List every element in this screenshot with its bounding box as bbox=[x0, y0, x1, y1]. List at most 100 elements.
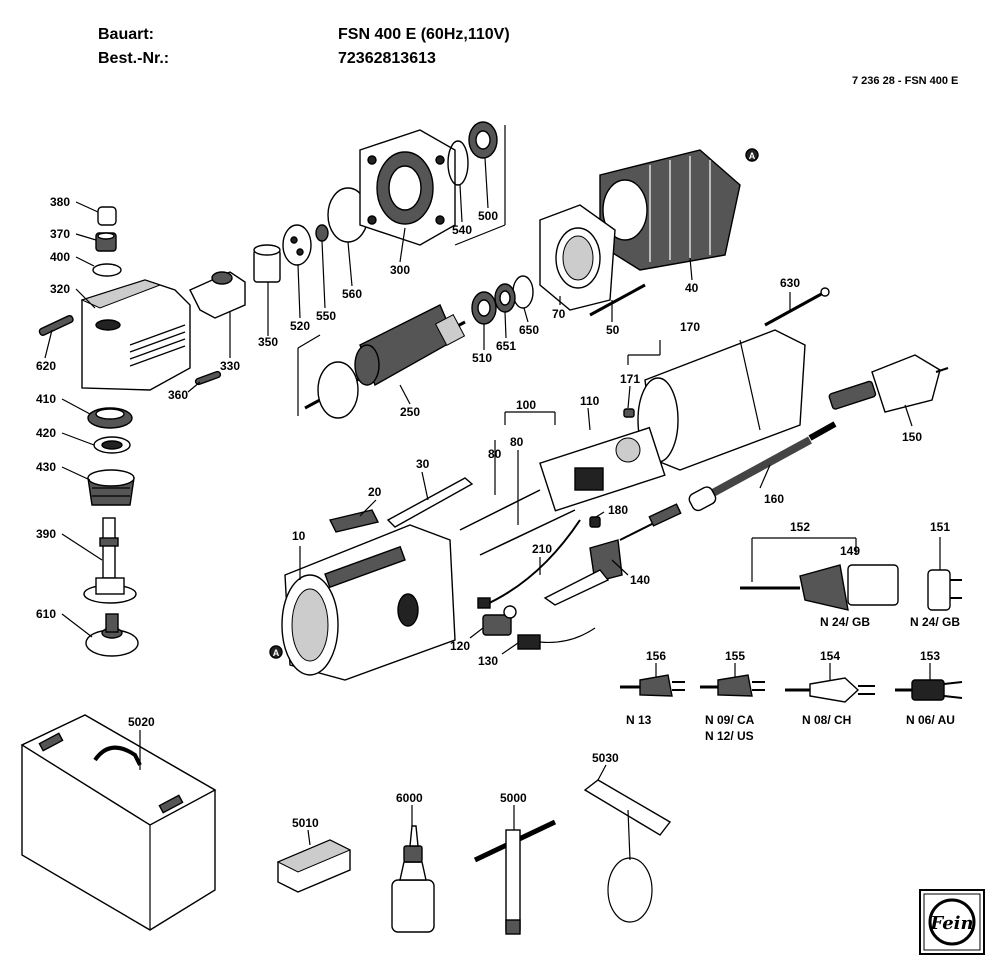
variant-n06au: N 06/ AU bbox=[906, 713, 955, 727]
label-100: 100 bbox=[516, 398, 536, 412]
label-5000: 5000 bbox=[500, 791, 527, 805]
label-149: 149 bbox=[840, 544, 860, 558]
part-100-bracket bbox=[504, 411, 556, 425]
label-150: 150 bbox=[902, 430, 922, 444]
label-156: 156 bbox=[646, 649, 666, 663]
bestnr-value: 72362813613 bbox=[338, 50, 436, 67]
label-170: 170 bbox=[680, 320, 700, 334]
part-210-cable bbox=[477, 519, 581, 609]
part-610-die bbox=[85, 613, 139, 657]
part-370-drawing bbox=[95, 232, 117, 252]
marker-a-left bbox=[269, 645, 283, 659]
part-151-adapter bbox=[927, 569, 962, 611]
part-420-ring bbox=[93, 436, 131, 454]
part-360-pin bbox=[194, 370, 222, 386]
marker-a-left-letter: A bbox=[273, 648, 280, 658]
label-110: 110 bbox=[580, 394, 600, 408]
part-410-bearing bbox=[87, 407, 133, 429]
variant-labels: N 24/ GB N 24/ GB N 13 N 09/ CA N 12/ US… bbox=[626, 615, 960, 743]
label-6000: 6000 bbox=[396, 791, 423, 805]
part-250-armature bbox=[304, 304, 466, 419]
part-6000-oil-bottle bbox=[391, 825, 435, 933]
label-400: 400 bbox=[50, 250, 70, 264]
part-20-label bbox=[328, 509, 380, 533]
label-152: 152 bbox=[790, 520, 810, 534]
label-171: 171 bbox=[620, 372, 640, 386]
part-5000-t-wrench bbox=[473, 819, 557, 935]
label-380: 380 bbox=[50, 195, 70, 209]
label-210: 210 bbox=[532, 542, 552, 556]
label-160: 160 bbox=[764, 492, 784, 506]
part-180-screw bbox=[589, 516, 601, 528]
part-651-ring bbox=[494, 283, 516, 313]
bracket-300-lines bbox=[454, 125, 506, 246]
label-420: 420 bbox=[36, 426, 56, 440]
variant-n12us: N 12/ US bbox=[705, 729, 754, 743]
part-130-connector bbox=[517, 627, 596, 650]
fein-logo-text: Fein bbox=[929, 913, 973, 934]
label-140: 140 bbox=[630, 573, 650, 587]
part-510-bearing bbox=[471, 291, 497, 325]
part-170-cover bbox=[637, 329, 806, 471]
part-149-plug-gb bbox=[740, 564, 899, 611]
part-5010-block bbox=[276, 839, 352, 893]
bauart-value: FSN 400 E (60Hz,110V) bbox=[338, 26, 510, 43]
part-520-disc bbox=[282, 224, 312, 266]
variant-n24gb-cable: N 24/ GB bbox=[820, 615, 870, 629]
label-500: 500 bbox=[478, 209, 498, 223]
part-380-drawing bbox=[97, 206, 117, 226]
part-630-screw bbox=[764, 287, 830, 327]
variant-n09ca: N 09/ CA bbox=[705, 713, 755, 727]
bestnr-label: Best.-Nr.: bbox=[98, 50, 170, 67]
label-10: 10 bbox=[292, 529, 306, 543]
label-620: 620 bbox=[36, 359, 56, 373]
part-550-washer bbox=[315, 224, 329, 242]
label-330: 330 bbox=[220, 359, 240, 373]
part-320-head-housing bbox=[80, 279, 191, 391]
variant-n13: N 13 bbox=[626, 713, 652, 727]
label-650: 650 bbox=[519, 323, 539, 337]
part-152-bracket bbox=[751, 537, 857, 582]
part-153-plug bbox=[895, 679, 963, 701]
label-550: 550 bbox=[316, 309, 336, 323]
bauart-label: Bauart: bbox=[98, 26, 155, 43]
label-560: 560 bbox=[342, 287, 362, 301]
part-300-gear-housing bbox=[359, 129, 456, 246]
part-650-oring bbox=[512, 275, 534, 309]
fein-logo bbox=[919, 889, 985, 955]
part-156-plug bbox=[620, 674, 685, 697]
label-250: 250 bbox=[400, 405, 420, 419]
label-155: 155 bbox=[725, 649, 745, 663]
label-80-b: 80 bbox=[488, 447, 502, 461]
part-154-plug bbox=[785, 677, 875, 703]
label-370: 370 bbox=[50, 227, 70, 241]
part-150-plug bbox=[828, 354, 949, 413]
part-540-oring bbox=[447, 140, 469, 186]
part-labels: 380 370 400 320 620 410 420 430 390 610 … bbox=[36, 195, 950, 830]
part-120-plug bbox=[482, 605, 517, 636]
part-330-lever bbox=[189, 271, 246, 319]
leader-lines bbox=[44, 157, 941, 846]
label-20: 20 bbox=[368, 485, 382, 499]
part-70-bearing-plate bbox=[539, 204, 616, 311]
part-40-stator bbox=[599, 149, 741, 271]
part-5020-case bbox=[20, 714, 217, 931]
drawing-code: 7 236 28 - FSN 400 E bbox=[852, 75, 959, 87]
part-30-rail bbox=[386, 477, 474, 528]
part-620-screw bbox=[38, 314, 74, 336]
label-5020: 5020 bbox=[128, 715, 155, 729]
part-171-pin bbox=[623, 408, 635, 418]
label-5030: 5030 bbox=[592, 751, 619, 765]
label-153: 153 bbox=[920, 649, 940, 663]
part-80-wires bbox=[459, 440, 576, 556]
part-160-cable-sleeve bbox=[688, 421, 837, 512]
variant-n08ch: N 08/ CH bbox=[802, 713, 851, 727]
label-540: 540 bbox=[452, 223, 472, 237]
label-30: 30 bbox=[416, 457, 430, 471]
part-350-block bbox=[253, 244, 281, 283]
variant-n24gb-adapter: N 24/ GB bbox=[910, 615, 960, 629]
label-430: 430 bbox=[36, 460, 56, 474]
label-320: 320 bbox=[50, 282, 70, 296]
